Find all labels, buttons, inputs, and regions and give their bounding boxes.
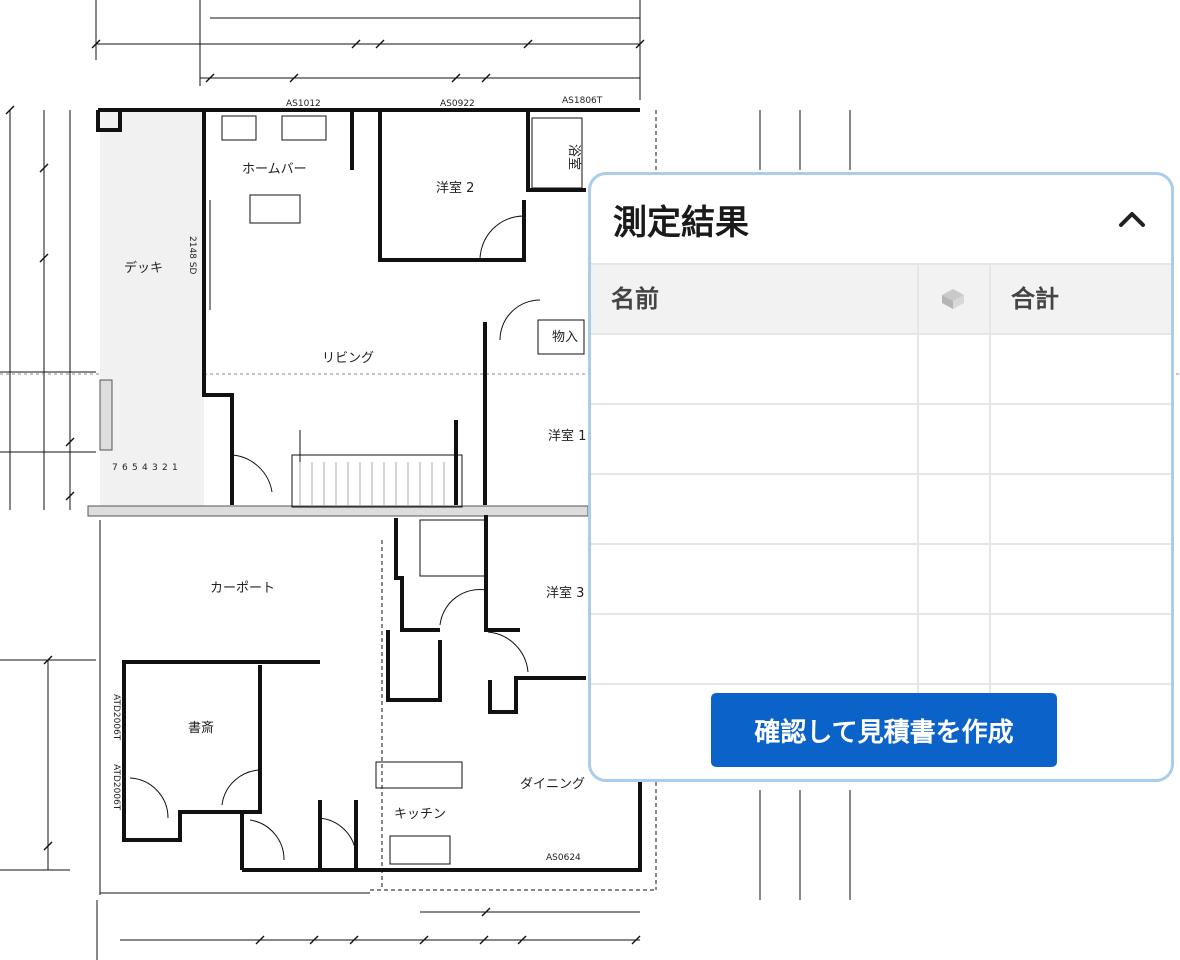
- svg-text:ATD2006T: ATD2006T: [111, 694, 121, 741]
- stair-number: 7: [112, 463, 118, 473]
- column-total-header: 合計: [1011, 285, 1059, 313]
- room-kitchen: キッチン: [394, 807, 446, 822]
- stair-number: 1: [172, 463, 178, 473]
- create-estimate-button[interactable]: 確認して見積書を作成: [711, 693, 1057, 767]
- column-divider: [989, 263, 991, 763]
- column-divider: [917, 263, 919, 763]
- layers-icon: [942, 289, 964, 309]
- room-dining: ダイニング: [520, 777, 585, 792]
- table-row[interactable]: [591, 545, 1171, 615]
- dim-ticks: [5, 39, 645, 945]
- room-storage: 物入: [552, 330, 578, 345]
- room-bath: 浴室: [566, 144, 582, 170]
- svg-text:ATD2006T: ATD2006T: [111, 764, 121, 811]
- deck-area: [100, 112, 204, 507]
- room-study: 書斎: [188, 720, 214, 736]
- walls: [96, 108, 642, 872]
- room-western-2: 洋室 2: [436, 180, 474, 196]
- window-labels: AS1012 AS0922 AS1806T AS0624 2148 SD ATD…: [111, 96, 603, 863]
- svg-text:AS1806T: AS1806T: [562, 96, 603, 106]
- svg-text:AS0922: AS0922: [440, 99, 475, 109]
- table-header: 名前 合計: [591, 263, 1171, 335]
- svg-text:2148 SD: 2148 SD: [187, 236, 197, 274]
- table-row[interactable]: [591, 475, 1171, 545]
- stair-number: 2: [162, 463, 168, 473]
- table-row[interactable]: [591, 335, 1171, 405]
- room-western-1: 洋室 1: [548, 428, 586, 444]
- stair-number: 4: [142, 463, 148, 473]
- room-deck: デッキ: [124, 260, 163, 276]
- stair-number: 6: [122, 463, 128, 473]
- collapse-button[interactable]: [1115, 203, 1149, 237]
- measurement-panel: 測定結果 名前 合計 確認して見積書を作成: [588, 172, 1174, 782]
- table-row[interactable]: [591, 405, 1171, 475]
- room-western-3: 洋室 3: [546, 585, 584, 601]
- svg-text:AS1012: AS1012: [286, 99, 321, 109]
- stair-number: 5: [132, 463, 138, 473]
- panel-header: 測定結果: [591, 175, 1171, 263]
- room-labels: ホームバー 洋室 2 デッキ リビング 物入 洋室 1 カーポート 洋室 3 書…: [124, 144, 586, 822]
- svg-text:AS0624: AS0624: [546, 853, 581, 863]
- stair-number: 3: [152, 463, 158, 473]
- table-row[interactable]: [591, 615, 1171, 685]
- room-carport: カーポート: [210, 581, 275, 596]
- room-home-bar: ホームバー: [242, 162, 307, 177]
- chevron-up-icon: [1119, 212, 1145, 227]
- column-name-header: 名前: [611, 285, 659, 313]
- room-living: リビング: [322, 351, 374, 366]
- panel-title: 測定結果: [613, 203, 749, 243]
